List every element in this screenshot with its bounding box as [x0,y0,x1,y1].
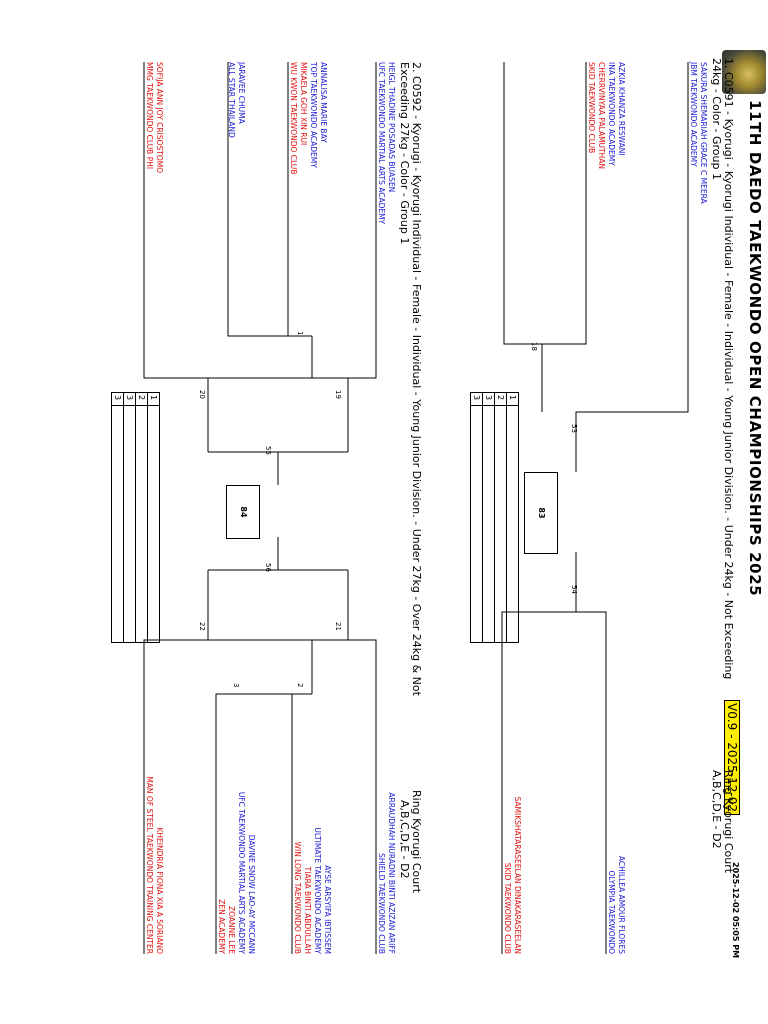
bracket-connector [291,693,312,954]
bracket-connector [501,611,576,954]
bracket-connector [503,62,543,345]
bracket-connector [215,693,312,954]
bracket-connector [311,639,348,694]
bracket-connector [575,62,689,472]
bracket-connector [543,62,587,345]
bracket-connector [143,570,209,954]
bracket-connector [143,62,209,452]
bracket-connector [575,552,607,954]
bracket-connector [287,62,312,337]
bracket-connector [347,570,377,954]
bracket-connector [311,336,348,379]
bracket-connector [347,62,377,452]
bracket-connector [227,62,312,337]
